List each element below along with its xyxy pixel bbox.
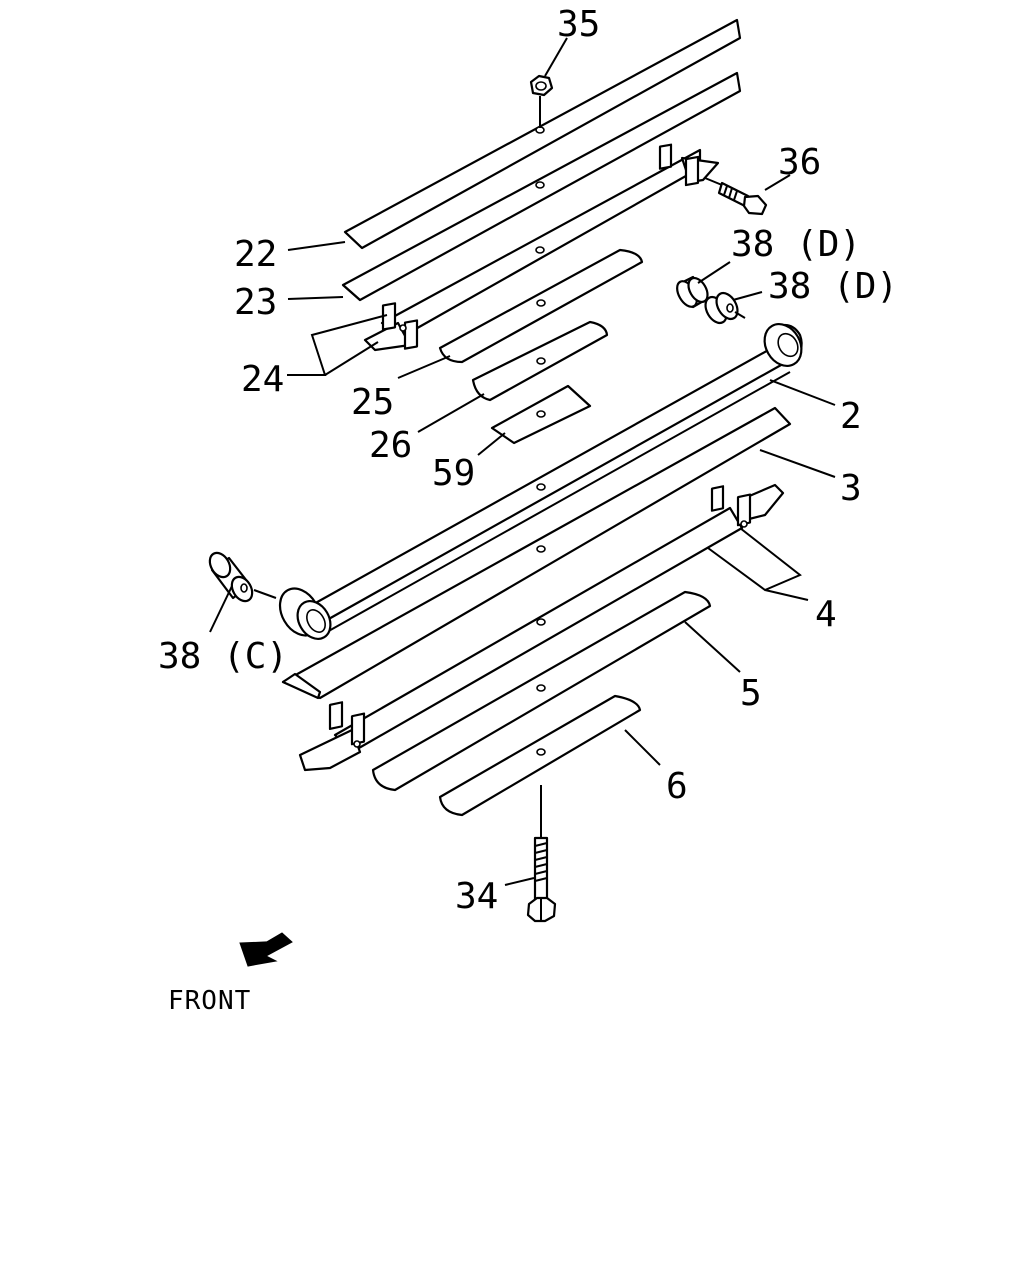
label-35: 35 (557, 4, 600, 45)
label-5: 5 (740, 673, 762, 714)
label-24: 24 (241, 359, 284, 400)
leaf-22 (343, 18, 742, 250)
label-38d-lower: 38 (D) (768, 266, 898, 307)
nut-35 (529, 74, 554, 128)
bushing-38d-upper (676, 275, 709, 309)
front-label: FRONT (168, 986, 251, 1016)
leaf-23 (341, 71, 742, 302)
leaf-25 (438, 248, 644, 364)
leaf-26 (471, 320, 609, 402)
label-6: 6 (666, 766, 688, 807)
main-leaf-2 (278, 323, 803, 640)
front-arrow-icon (239, 932, 293, 967)
bushing-38c (208, 551, 277, 603)
label-38c: 38 (C) (158, 636, 288, 677)
label-22: 22 (234, 234, 277, 275)
label-34: 34 (455, 876, 498, 917)
leaf-5 (371, 590, 712, 792)
bushing-38d-lower (704, 291, 746, 325)
label-36: 36 (778, 142, 821, 183)
front-indicator: FRONT (168, 932, 293, 1016)
bolt-36 (704, 177, 768, 216)
callout-labels: 35 36 22 23 24 38 (D) 38 (D) 25 26 59 2 … (158, 4, 898, 917)
label-38d-upper: 38 (D) (731, 224, 861, 265)
leaf-6 (438, 694, 642, 817)
label-26: 26 (369, 425, 412, 466)
leaf-3 (281, 406, 792, 700)
label-4: 4 (815, 594, 837, 635)
leader-lines (209, 37, 836, 886)
label-3: 3 (840, 468, 862, 509)
leaf-59 (490, 384, 592, 445)
bolt-34 (526, 785, 557, 923)
label-25: 25 (351, 382, 394, 423)
label-59: 59 (432, 453, 475, 494)
label-2: 2 (840, 396, 862, 437)
leaf-4 (298, 483, 785, 772)
label-23: 23 (234, 282, 277, 323)
